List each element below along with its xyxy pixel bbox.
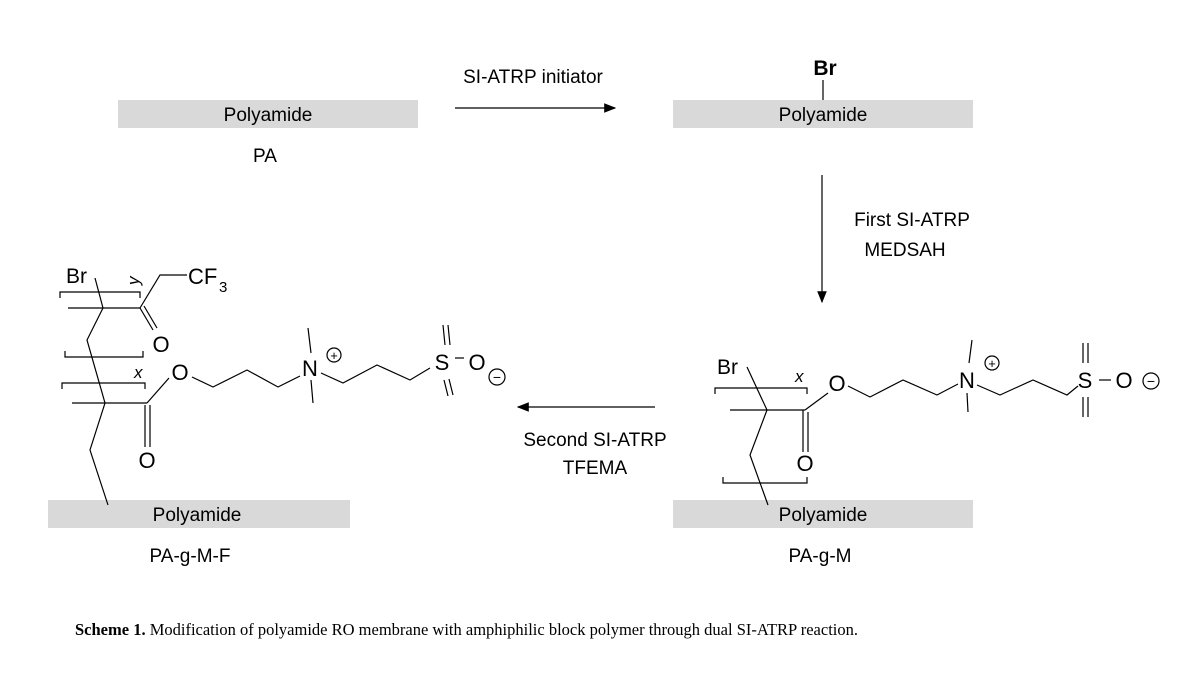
svg-text:+: + <box>988 356 996 371</box>
svg-text:S: S <box>435 350 450 375</box>
step2-label-1: First SI-ATRP <box>854 210 970 231</box>
svg-text:−: − <box>1147 373 1155 389</box>
polyamide-bar <box>48 500 350 528</box>
svg-text:N: N <box>302 356 318 381</box>
svg-text:x: x <box>133 363 143 382</box>
svg-text:Br: Br <box>66 265 87 288</box>
step3-arrow: Second SI-ATRP TFEMA <box>516 402 667 479</box>
svg-text:CF: CF <box>188 264 217 289</box>
caption-label: Scheme 1. <box>75 620 146 639</box>
svg-text:O: O <box>152 332 169 357</box>
svg-text:O: O <box>828 371 845 396</box>
compound-name: PA-g-M <box>789 546 852 567</box>
svg-text:+: + <box>330 348 338 363</box>
step2-label-2: MEDSAH <box>864 240 945 261</box>
step2-arrow: First SI-ATRP MEDSAH <box>817 175 970 304</box>
compound-name: PA-g-M-F <box>150 546 231 567</box>
svg-text:S: S <box>1078 368 1093 393</box>
pa-g-m-f-structure: Polyamide PA-g-M-F Br y CF 3 O x O O N +… <box>48 264 506 567</box>
compound-name: PA <box>253 146 277 167</box>
polyamide-label: Polyamide <box>153 505 242 526</box>
svg-text:O: O <box>796 451 813 476</box>
svg-text:O: O <box>171 360 188 385</box>
step3-label-2: TFEMA <box>563 458 628 479</box>
bromine-atom: Br <box>813 57 836 80</box>
svg-text:Br: Br <box>717 356 738 379</box>
svg-text:O: O <box>138 448 155 473</box>
caption-text: Modification of polyamide RO membrane wi… <box>145 620 858 639</box>
polyamide-bar <box>118 100 418 128</box>
step3-label-1: Second SI-ATRP <box>523 430 666 451</box>
pa-br-membrane: Polyamide Br <box>673 57 973 128</box>
svg-text:N: N <box>959 368 975 393</box>
polyamide-bar <box>673 500 973 528</box>
svg-text:y: y <box>124 275 143 286</box>
figure-caption: Scheme 1. Modification of polyamide RO m… <box>75 620 858 640</box>
polyamide-label: Polyamide <box>779 105 868 126</box>
pa-g-m-structure: Polyamide PA-g-M Br x O O N + S O − <box>673 339 1160 567</box>
svg-text:−: − <box>493 369 501 385</box>
pa-membrane: Polyamide PA <box>118 100 418 167</box>
polyamide-label: Polyamide <box>779 505 868 526</box>
svg-text:O: O <box>1115 368 1132 393</box>
step1-label: SI-ATRP initiator <box>463 67 603 88</box>
svg-text:O: O <box>468 350 485 375</box>
polyamide-bar <box>673 100 973 128</box>
polyamide-label: Polyamide <box>224 105 313 126</box>
svg-text:3: 3 <box>219 279 227 296</box>
step1-arrow: SI-ATRP initiator <box>455 67 617 113</box>
svg-text:x: x <box>794 367 804 386</box>
